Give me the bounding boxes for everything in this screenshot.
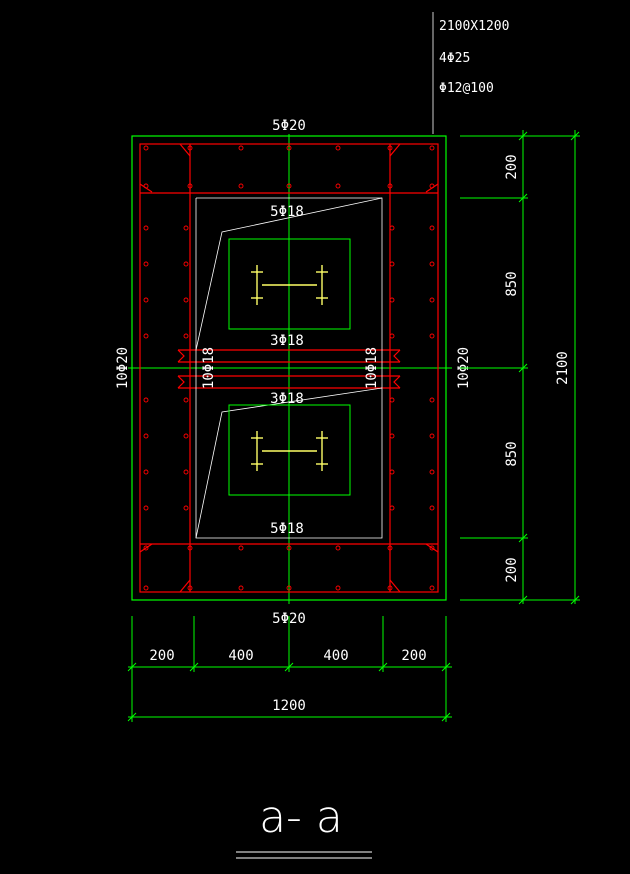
right-dimension-lines <box>460 130 580 605</box>
steel-i-section-lower <box>251 431 328 471</box>
dim-right-seg2: 850 <box>504 271 520 296</box>
rebar-dot <box>389 261 395 267</box>
rebar-dot <box>183 469 189 475</box>
rebar-dot <box>143 469 149 475</box>
inner-core-outline <box>195 197 383 539</box>
dim-bottom-total: 1200 <box>272 698 306 714</box>
steel-box-upper <box>228 238 351 330</box>
rebar-dot <box>143 585 149 591</box>
rebar-dot <box>389 297 395 303</box>
rebar-dot <box>429 183 435 189</box>
dim-right-seg4: 200 <box>504 557 520 582</box>
rebar-dot <box>335 183 341 189</box>
rebar-dot <box>187 545 193 551</box>
rebar-dot <box>335 585 341 591</box>
rebar-dot <box>387 145 393 151</box>
dim-bottom-seg2: 400 <box>228 648 253 664</box>
rebar-dot <box>238 183 244 189</box>
rebar-dot <box>143 505 149 511</box>
bottom-dimension-lines <box>127 616 452 722</box>
rebar-dot <box>143 145 149 151</box>
rebar-dot <box>286 145 292 151</box>
rebar-dot <box>143 545 149 551</box>
rebar-dot <box>183 433 189 439</box>
spec-main-bars: 4Φ25 <box>439 51 470 66</box>
rebar-dot <box>183 297 189 303</box>
rebar-dot <box>335 545 341 551</box>
rebar-dot <box>183 505 189 511</box>
rebar-dot <box>429 225 435 231</box>
spec-size: 2100X1200 <box>439 19 509 34</box>
rebar-dot <box>238 545 244 551</box>
label-left-side-bars: 10Φ20 <box>115 347 131 389</box>
rebar-dot <box>286 585 292 591</box>
rebar-dot <box>286 183 292 189</box>
rebar-dot <box>429 585 435 591</box>
rebar-dot <box>143 433 149 439</box>
rebar-dot <box>187 183 193 189</box>
dim-right-seg1: 200 <box>504 154 520 179</box>
rebar-dot <box>429 433 435 439</box>
rebar-dot <box>387 183 393 189</box>
rebar-dot <box>183 333 189 339</box>
rebar-dot <box>183 397 189 403</box>
steel-i-section-upper <box>251 265 328 305</box>
rebar-dot <box>429 145 435 151</box>
rebar-dot <box>389 333 395 339</box>
rebar-cage <box>139 143 439 593</box>
dim-right-total: 2100 <box>555 351 571 385</box>
rebar-dot <box>143 397 149 403</box>
label-inner-top: 5Φ18 <box>270 204 304 220</box>
rebar-dot <box>429 505 435 511</box>
rebar-dot <box>183 261 189 267</box>
rebar-dot <box>143 183 149 189</box>
rebar-dot <box>286 545 292 551</box>
rebar-dot <box>429 397 435 403</box>
rebar-dot <box>143 261 149 267</box>
label-inner-left: 10Φ18 <box>201 347 217 389</box>
dim-bottom-seg4: 200 <box>401 648 426 664</box>
rebar-dot <box>429 469 435 475</box>
rebar-dot <box>335 145 341 151</box>
steel-box-lower <box>228 404 351 496</box>
rebar-dot <box>387 585 393 591</box>
rebar-dot <box>389 505 395 511</box>
label-inner-mid-lower: 3Φ18 <box>270 391 304 407</box>
rebar-dot <box>143 333 149 339</box>
rebar-dots <box>143 145 435 591</box>
rebar-dot <box>429 333 435 339</box>
section-title: a- a <box>259 792 343 843</box>
label-inner-right: 10Φ18 <box>364 347 380 389</box>
rebar-dot <box>429 545 435 551</box>
spec-stirrups: Φ12@100 <box>439 81 494 96</box>
dim-bottom-seg1: 200 <box>149 648 174 664</box>
rebar-dot <box>429 297 435 303</box>
rebar-dot <box>387 545 393 551</box>
dim-bottom-seg3: 400 <box>323 648 348 664</box>
rebar-dot <box>187 585 193 591</box>
rebar-dot <box>187 145 193 151</box>
rebar-dot <box>238 145 244 151</box>
rebar-dot <box>389 433 395 439</box>
rebar-dot <box>238 585 244 591</box>
label-inner-bottom: 5Φ18 <box>270 521 304 537</box>
rebar-dot <box>143 297 149 303</box>
rebar-dot <box>389 469 395 475</box>
rebar-dot <box>389 225 395 231</box>
rebar-dot <box>183 225 189 231</box>
rebar-dot <box>429 261 435 267</box>
rebar-dot <box>143 225 149 231</box>
dim-right-seg3: 850 <box>504 441 520 466</box>
label-inner-mid-upper: 3Φ18 <box>270 333 304 349</box>
label-top-bars: 5Φ20 <box>272 118 306 134</box>
rebar-dot <box>389 397 395 403</box>
